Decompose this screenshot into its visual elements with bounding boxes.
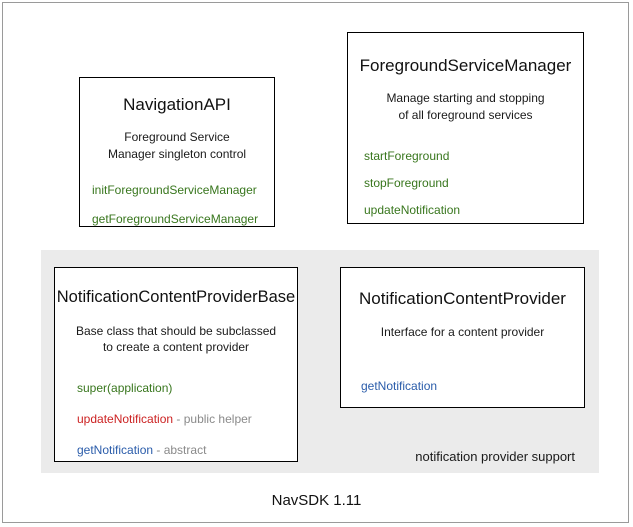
diagram-footer-label: NavSDK 1.11 <box>271 492 362 509</box>
class-member: super(application) <box>77 382 297 394</box>
class-member-list: startForeground stopForeground updateNot… <box>348 150 583 216</box>
member-name: getForegroundServiceManager <box>92 211 259 226</box>
class-box-navigation-api: NavigationAPI Foreground Service Manager… <box>79 77 275 227</box>
member-note: - public helper <box>173 412 252 427</box>
member-name: getNotification <box>361 378 438 393</box>
group-panel-label: notification provider support <box>415 449 575 464</box>
class-member: getNotification <box>361 380 584 392</box>
class-title: NotificationContentProviderBase <box>56 288 296 306</box>
class-member: updateNotification - public helper <box>77 413 297 425</box>
class-title: ForegroundServiceManager <box>359 56 572 75</box>
class-member-list: getNotification <box>341 380 584 392</box>
class-member-list: initForegroundServiceManager getForegrou… <box>80 184 274 225</box>
member-name: super(application) <box>77 381 173 396</box>
class-box-notification-content-provider-base: NotificationContentProviderBase Base cla… <box>54 267 298 462</box>
class-description-line: of all foreground services <box>398 107 533 122</box>
class-member: getNotification - abstract <box>77 444 297 456</box>
class-description-line: Interface for a content provider <box>380 325 545 340</box>
diagram-outer-frame: NavigationAPI Foreground Service Manager… <box>2 2 629 523</box>
class-description: Foreground Service Manager singleton con… <box>80 129 274 161</box>
member-name: startForeground <box>364 148 450 163</box>
class-member: initForegroundServiceManager <box>92 184 274 196</box>
class-description-line: Manage starting and stopping <box>386 91 545 106</box>
member-note: - abstract <box>153 443 207 458</box>
class-description: Interface for a content provider <box>341 324 584 340</box>
class-description-line: Base class that should be subclassed <box>75 323 277 338</box>
class-description-line: to create a content provider <box>102 339 250 354</box>
class-box-notification-content-provider: NotificationContentProvider Interface fo… <box>340 267 585 408</box>
class-title: NotificationContentProvider <box>359 289 566 308</box>
class-member: getForegroundServiceManager <box>92 213 274 225</box>
member-name: updateNotification <box>364 202 461 217</box>
class-description: Manage starting and stopping of all fore… <box>348 90 583 122</box>
class-member: stopForeground <box>364 177 583 189</box>
class-member: startForeground <box>364 150 583 162</box>
class-description: Base class that should be subclassed to … <box>55 323 297 355</box>
member-name: stopForeground <box>364 175 449 190</box>
class-description-line: Foreground Service <box>124 130 230 145</box>
class-box-foreground-service-manager: ForegroundServiceManager Manage starting… <box>347 32 584 224</box>
member-name: getNotification <box>77 443 154 458</box>
member-name: initForegroundServiceManager <box>92 182 257 197</box>
class-member: updateNotification <box>364 204 583 216</box>
class-description-line: Manager singleton control <box>107 146 247 161</box>
member-name: updateNotification <box>77 412 174 427</box>
class-member-list: super(application) updateNotification - … <box>55 382 297 456</box>
class-title: NavigationAPI <box>123 95 231 114</box>
